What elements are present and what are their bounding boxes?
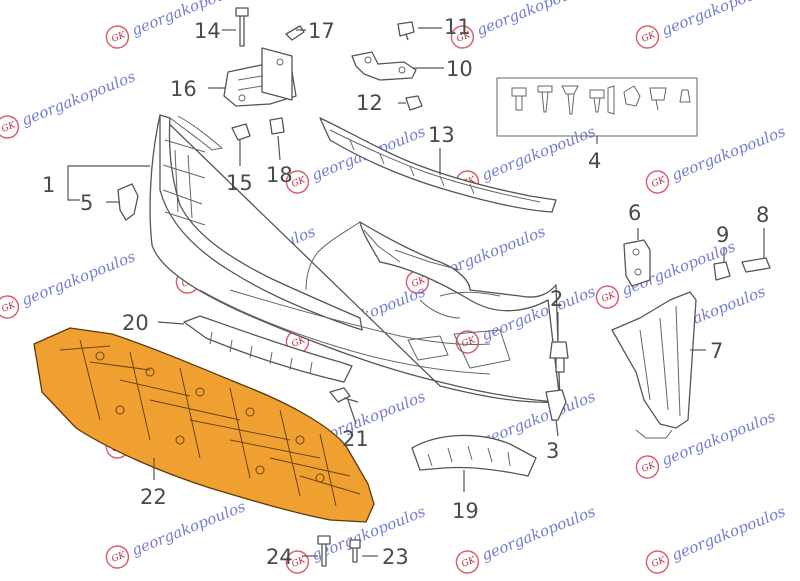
bumper-beam <box>319 117 557 213</box>
watermark-text: georgakopoulos <box>19 67 138 129</box>
callout-3: 3 <box>546 439 559 463</box>
callout-15: 15 <box>226 171 253 195</box>
callout-2: 2 <box>550 287 563 311</box>
watermark-logo-icon <box>0 115 20 139</box>
callout-12: 12 <box>356 91 383 115</box>
callout-labels: 1 2 3 4 5 6 7 8 9 10 11 12 13 14 15 16 1… <box>42 15 769 569</box>
nut-15 <box>231 123 251 141</box>
lower-grille-20 <box>183 315 353 383</box>
screw-17 <box>285 25 305 41</box>
bolt-21 <box>329 387 359 403</box>
callout-1: 1 <box>42 173 55 197</box>
watermark-logo-icon <box>635 25 660 49</box>
bracket-3 <box>545 389 567 421</box>
clip-6 <box>623 239 651 287</box>
watermark-text: georgakopoulos <box>479 282 598 344</box>
watermark-logo-icon <box>455 330 480 354</box>
watermark-logo-icon <box>0 295 20 319</box>
callout-23: 23 <box>382 545 409 569</box>
bracket-5 <box>117 183 139 221</box>
watermark-text: georgakopoulos <box>669 502 788 564</box>
watermark-logo-icon <box>105 545 130 569</box>
watermark-text: georgakopoulos <box>474 0 593 39</box>
bolt-11 <box>397 21 415 41</box>
watermark-text: georgakopoulos <box>669 122 788 184</box>
bracket-10 <box>351 51 417 81</box>
watermark-logo-icon <box>285 170 310 194</box>
callout-4: 4 <box>588 149 601 173</box>
bracket-16 <box>223 47 297 107</box>
watermark-text: georgakopoulos <box>479 502 598 564</box>
callout-10: 10 <box>446 57 473 81</box>
callout-22: 22 <box>140 485 167 509</box>
callout-24: 24 <box>266 545 293 569</box>
callout-19: 19 <box>452 499 479 523</box>
bolt-18 <box>269 117 285 135</box>
callout-13: 13 <box>428 123 455 147</box>
watermark-logo-icon <box>635 455 660 479</box>
callout-21: 21 <box>342 427 369 451</box>
watermark-logo-icon <box>595 285 620 309</box>
callout-14: 14 <box>194 19 221 43</box>
watermark-logo-icon <box>645 170 670 194</box>
callout-6: 6 <box>628 201 641 225</box>
nut-9 <box>713 261 731 281</box>
callout-7: 7 <box>710 339 723 363</box>
callout-17: 17 <box>308 19 335 43</box>
watermark-text: georgakopoulos <box>659 0 778 39</box>
nut-12 <box>405 95 423 111</box>
watermark-logo-icon <box>645 550 670 574</box>
clip-2 <box>549 341 569 373</box>
watermark-logo-icon <box>455 550 480 574</box>
bolt-8 <box>741 257 771 273</box>
watermark-logo-icon <box>450 25 475 49</box>
callout-5: 5 <box>80 191 93 215</box>
fog-grille-19 <box>411 434 537 477</box>
callout-16: 16 <box>170 77 197 101</box>
callout-18: 18 <box>266 163 293 187</box>
callout-9: 9 <box>716 223 729 247</box>
side-bracket-7 <box>611 291 697 439</box>
bumper-cover <box>149 114 561 403</box>
watermark-text: georgakopoulos <box>19 247 138 309</box>
under-engine-cover-22 <box>33 327 375 523</box>
callout-11: 11 <box>444 15 471 39</box>
bolt-14 <box>235 7 249 47</box>
callout-8: 8 <box>756 203 769 227</box>
bolt-24 <box>317 535 331 567</box>
watermark-logo-icon <box>105 25 130 49</box>
leader-lines <box>67 27 765 557</box>
bolt-23 <box>349 539 361 563</box>
callout-20: 20 <box>122 311 149 335</box>
watermark-text: georgakopoulos <box>129 0 248 39</box>
fastener-set-4 <box>496 77 698 137</box>
